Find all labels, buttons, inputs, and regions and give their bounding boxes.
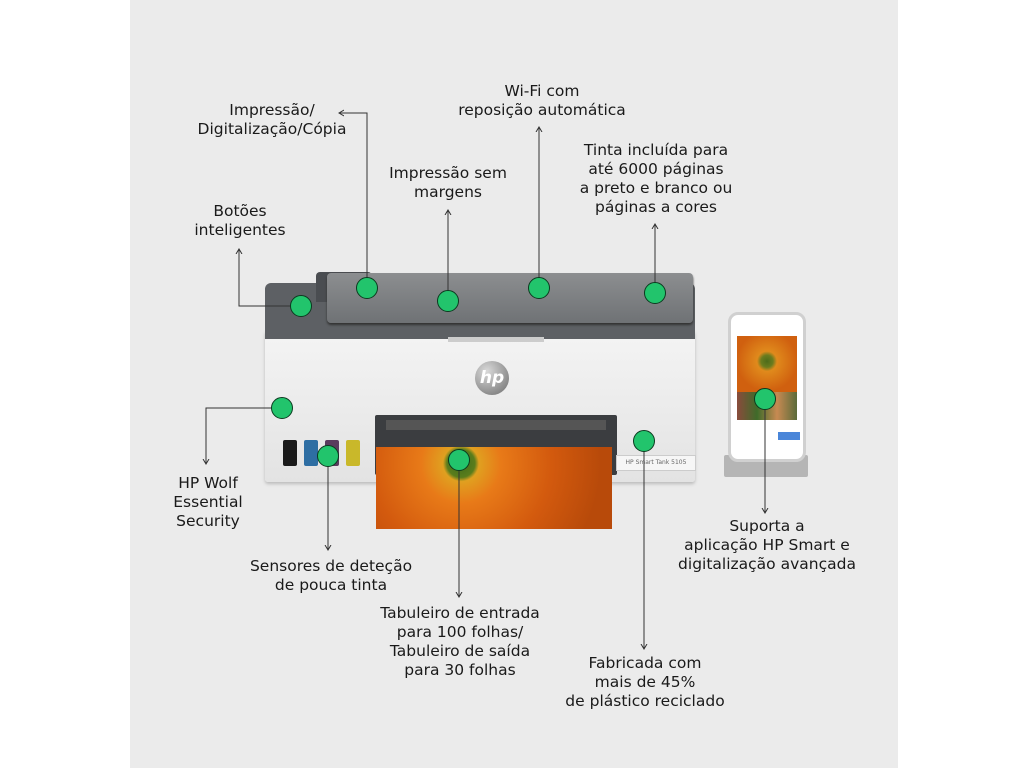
feature-label-print-scan-copy: Impressão/ Digitalização/Cópia [197,101,347,138]
feature-label-ink: Tinta incluída para até 6000 páginas a p… [579,141,733,216]
feature-label-wolf: HP Wolf Essential Security [173,474,243,530]
feature-label-ink-sensors: Sensores de deteção de pouca tinta [249,557,413,594]
feature-label-recycled: Fabricada com mais de 45% de plástico re… [565,654,725,710]
model-label: HP Smart Tank 5105 [616,455,696,471]
feature-label-trays: Tabuleiro de entrada para 100 folhas/ Ta… [380,604,540,679]
feature-dot-hp-smart [754,388,776,410]
feature-dot-recycled [633,430,655,452]
feature-dot-wifi [528,277,550,299]
feature-dot-ink [644,282,666,304]
feature-label-borderless: Impressão sem margens [389,164,507,201]
feature-dot-print-scan-copy [356,277,378,299]
feature-label-wifi: Wi-Fi com reposição automática [458,82,626,119]
hp-logo: hp [475,361,509,395]
feature-dot-wolf [271,397,293,419]
feature-label-hp-smart: Suporta a aplicação HP Smart e digitaliz… [678,517,856,573]
feature-dot-ink-sensors [317,445,339,467]
feature-label-smart-buttons: Botões inteligentes [194,202,286,239]
feature-dot-borderless [437,290,459,312]
feature-dot-smart-buttons [290,295,312,317]
printed-photo [376,447,612,529]
feature-dot-trays [448,449,470,471]
